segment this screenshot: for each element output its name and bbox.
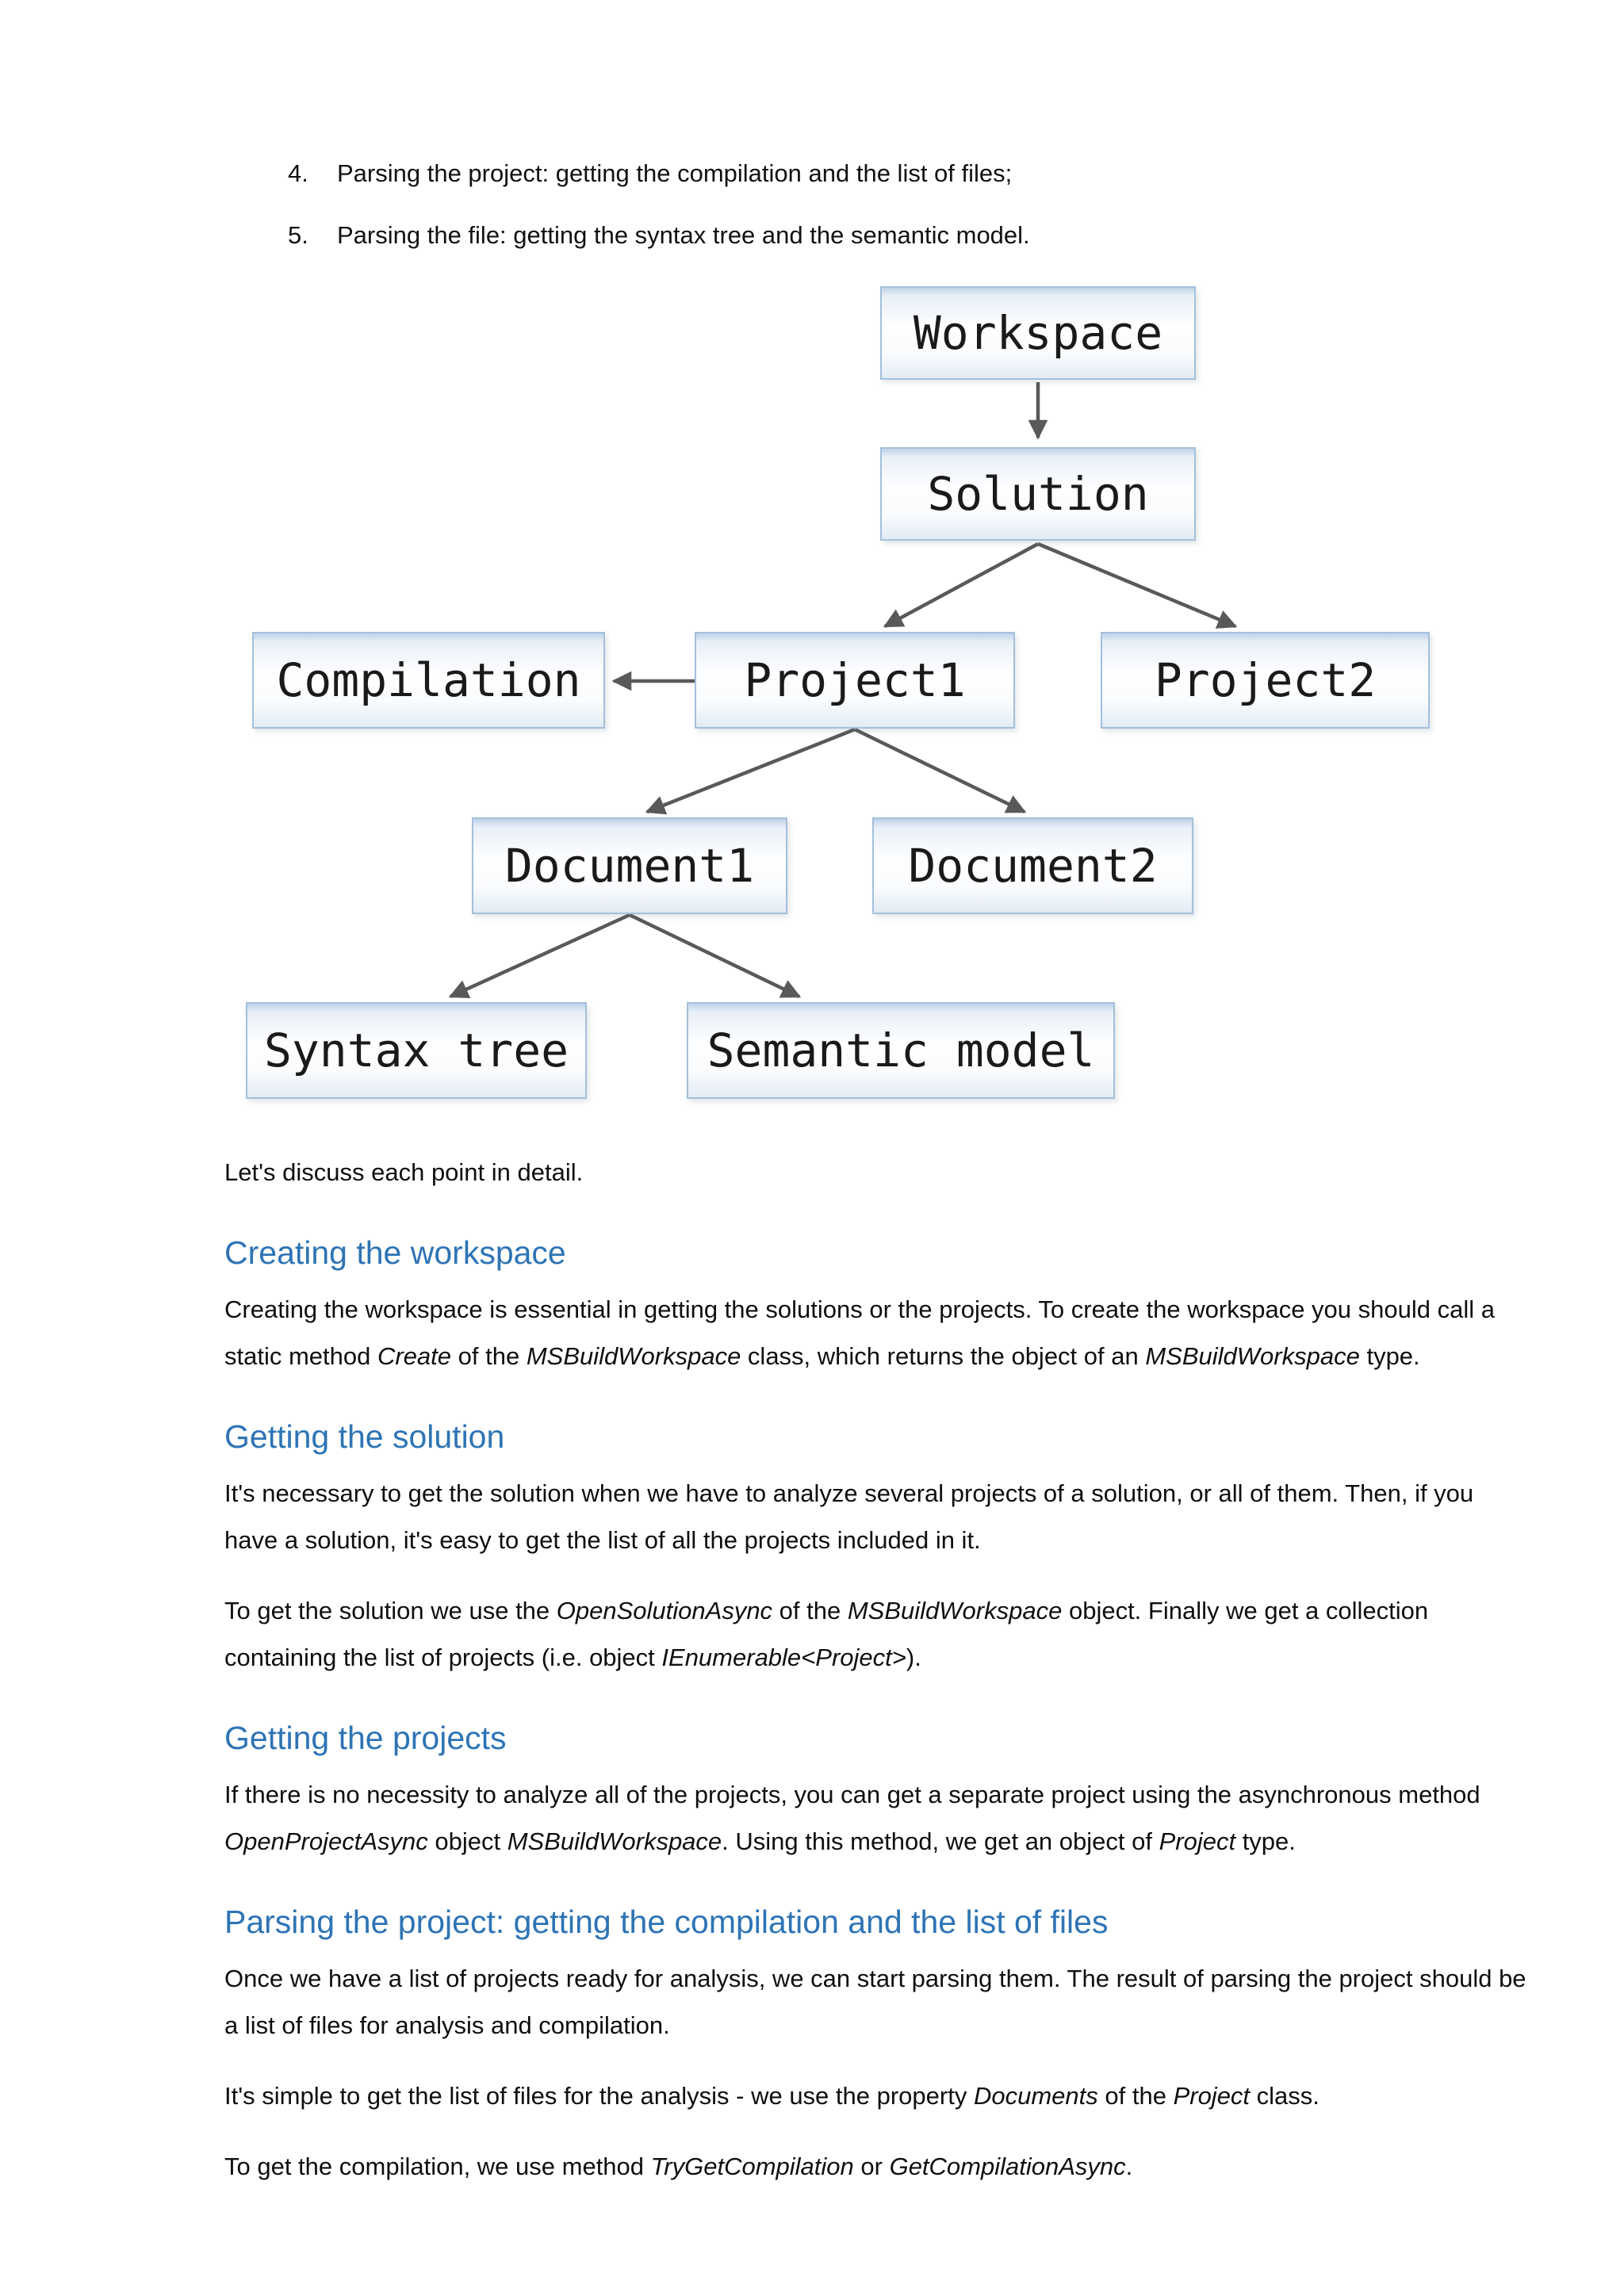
paragraph: To get the compilation, we use method Tr… [224, 2143, 1529, 2190]
text-run-italic: MSBuildWorkspace [507, 1827, 722, 1855]
text-run: Creating the workspace is essential in g… [224, 1295, 1495, 1370]
text-run: Once we have a list of projects ready fo… [224, 1965, 1526, 2039]
text-run: If there is no necessity to analyze all … [224, 1781, 1480, 1808]
text-run-italic: TryGetCompilation [650, 2152, 854, 2180]
section-heading-getting-the-solution: Getting the solution [224, 1418, 505, 1455]
list-item: 4. Parsing the project: getting the comp… [224, 157, 1529, 190]
text-run-italic: MSBuildWorkspace [526, 1342, 741, 1370]
text-run: object [427, 1827, 508, 1855]
diagram-node-document1: Document1 [472, 817, 787, 914]
numbered-list: 4. Parsing the project: getting the comp… [224, 157, 1529, 252]
diagram-node-project2: Project2 [1101, 632, 1430, 729]
list-number: 4. [288, 159, 308, 187]
list-text: Parsing the file: getting the syntax tre… [337, 221, 1030, 249]
list-text: Parsing the project: getting the compila… [337, 159, 1013, 187]
text-run: . Using this method, we get an object of [722, 1827, 1159, 1855]
text-run: object. Finally we get a collection cont… [224, 1597, 1429, 1671]
diagram-node-workspace: Workspace [880, 286, 1196, 380]
text-run: of the [451, 1342, 527, 1370]
text-run: ). [906, 1644, 921, 1671]
text-run: class, which returns the object of an [741, 1342, 1146, 1370]
diagram-node-document2: Document2 [872, 817, 1193, 914]
paragraph: It's necessary to get the solution when … [224, 1470, 1529, 1563]
diagram-node-compilation: Compilation [252, 632, 605, 729]
list-number: 5. [288, 221, 308, 249]
text-run-italic: Project [1173, 2082, 1251, 2110]
text-run: type. [1359, 1342, 1420, 1370]
text-run-italic: Project [1159, 1827, 1236, 1855]
diagram-node-solution: Solution [880, 447, 1196, 541]
diagram-node-project1: Project1 [695, 632, 1015, 729]
section-heading-parsing-the-project: Parsing the project: getting the compila… [224, 1904, 1109, 1940]
text-run: It's necessary to get the solution when … [224, 1479, 1474, 1554]
text-run-italic: GetCompilationAsync [889, 2152, 1126, 2180]
diagram-node-semantic-model: Semantic model [687, 1002, 1115, 1099]
diagram-node-syntax-tree: Syntax tree [246, 1002, 587, 1099]
text-run: To get the solution we use the [224, 1597, 557, 1624]
text-run: or [853, 2152, 890, 2180]
paragraph: Once we have a list of projects ready fo… [224, 1955, 1529, 2049]
text-run-italic: MSBuildWorkspace [1145, 1342, 1360, 1370]
text-run-italic: Documents [973, 2082, 1098, 2110]
paragraph: Creating the workspace is essential in g… [224, 1286, 1529, 1380]
text-run: It's simple to get the list of files for… [224, 2082, 974, 2110]
workspace-hierarchy-diagram: Workspace Solution Compilation Project1 … [246, 281, 1459, 1109]
text-run-italic: OpenSolutionAsync [556, 1597, 773, 1624]
text-run-italic: Create [377, 1342, 452, 1370]
diagram-arrows [448, 382, 1238, 999]
list-item: 5. Parsing the file: getting the syntax … [224, 219, 1529, 252]
document-content: 4. Parsing the project: getting the comp… [224, 157, 1529, 2214]
text-run: To get the compilation, we use method [224, 2152, 651, 2180]
text-run: type. [1235, 1827, 1296, 1855]
paragraph: To get the solution we use the OpenSolut… [224, 1587, 1529, 1681]
section-heading-creating-the-workspace: Creating the workspace [224, 1234, 566, 1271]
text-run: of the [772, 1597, 848, 1624]
paragraph: If there is no necessity to analyze all … [224, 1771, 1529, 1865]
paragraph: It's simple to get the list of files for… [224, 2072, 1529, 2119]
text-run: . [1125, 2152, 1133, 2180]
intro-paragraph: Let's discuss each point in detail. [224, 1158, 584, 1186]
text-run-italic: OpenProjectAsync [224, 1827, 428, 1855]
text-run: class. [1250, 2082, 1320, 2110]
text-run-italic: MSBuildWorkspace [847, 1597, 1063, 1624]
section-heading-getting-the-projects: Getting the projects [224, 1720, 507, 1756]
text-run: of the [1097, 2082, 1174, 2110]
text-run-italic: IEnumerable<Project> [661, 1644, 906, 1671]
